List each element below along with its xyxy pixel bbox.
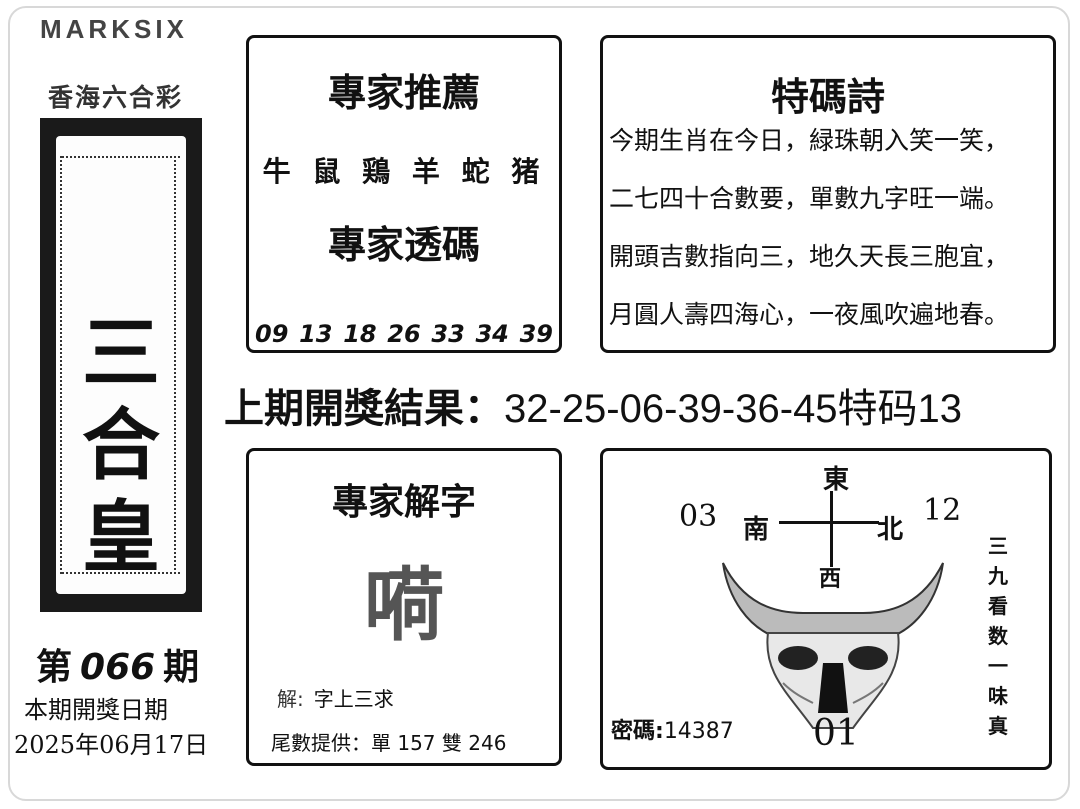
riddle-character: 嗬 — [364, 558, 444, 652]
recommend-number: 26 — [387, 320, 421, 348]
recommend-number: 18 — [343, 320, 377, 348]
recommend-number: 39 — [519, 320, 553, 348]
compass-horizontal-line — [779, 521, 879, 524]
banner-decoration-right — [174, 156, 186, 574]
recommend-box: 專家推薦 牛 鼠 鶏 羊 蛇 猪 專家透碼 09 13 18 26 33 34 … — [246, 35, 562, 353]
secret-code-value: 14387 — [663, 719, 734, 744]
poem-line: 開頭吉數指向三，地久天長三胞宜， — [609, 242, 1010, 271]
recommend-number-list: 09 13 18 26 33 34 39 — [255, 320, 553, 348]
title-char-1: 三 — [81, 308, 160, 399]
poem-line: 二七四十合數要，單數九字旺一端。 — [609, 184, 1010, 213]
recommend-number: 34 — [475, 320, 509, 348]
last-result-label: 上期開獎結果： — [224, 386, 504, 432]
compass-right-number: 12 — [923, 493, 962, 528]
compass-side-verse: 三九看数一味真 — [988, 534, 1008, 738]
compass-south: 南 — [743, 515, 770, 545]
word-title: 專家解字 — [331, 482, 476, 523]
tail-number-info: 尾數提供：單 157 雙 246 — [271, 731, 507, 755]
poem-line: 今期生肖在今日，緑珠朝入笑一笑， — [609, 126, 1010, 155]
secret-code-label: 密碼: — [611, 719, 664, 744]
title-char-3: 皇 — [81, 492, 160, 583]
compass-bottom-number: 01 — [813, 713, 859, 754]
compass-left-number: 03 — [679, 499, 718, 534]
poem-lines: 今期生肖在今日，緑珠朝入笑一笑， 二七四十合數要，單數九字旺一端。 開頭吉數指向… — [609, 112, 1049, 344]
title-banner: 三 合 皇 — [40, 118, 202, 612]
recommend-number: 09 — [255, 320, 289, 348]
word-box: 專家解字 嗬 解: 字上三求 尾數提供：單 157 雙 246 — [246, 448, 562, 766]
title-banner-inner: 三 合 皇 — [56, 136, 186, 594]
recommend-number: 13 — [299, 320, 333, 348]
last-result-value: 32-25-06-39-36-45特码13 — [504, 387, 963, 431]
word-explain-text: 字上三求 — [313, 687, 394, 711]
banner-decoration-left — [60, 156, 72, 574]
recommend-numbers-title: 專家透碼 — [327, 223, 480, 267]
issue-value: 066 — [80, 647, 156, 688]
brand-logo: MARKSIX — [40, 14, 188, 44]
zodiac-item: 鶏 — [362, 155, 397, 188]
zodiac-item: 羊 — [411, 155, 446, 188]
draw-date-label: 本期開獎日期 — [24, 696, 168, 724]
compass-north: 北 — [877, 515, 904, 545]
zodiac-item: 鼠 — [312, 155, 347, 188]
recommend-number: 33 — [431, 320, 465, 348]
poem-title: 特碼詩 — [770, 75, 885, 119]
compass-east: 東 — [823, 465, 850, 495]
zodiac-item: 猪 — [511, 155, 546, 188]
zodiac-item: 牛 — [262, 155, 297, 188]
issue-prefix: 第 — [36, 647, 73, 688]
banner-decoration-bottom — [62, 572, 180, 588]
recommend-title: 專家推薦 — [327, 71, 480, 115]
page-frame — [8, 6, 1070, 801]
issue-suffix: 期 — [163, 647, 200, 688]
banner-decoration-top — [62, 142, 180, 158]
bull-skull-icon — [722, 562, 944, 729]
compass-vertical-line — [830, 491, 833, 567]
poem-box: 特碼詩 今期生肖在今日，緑珠朝入笑一笑， 二七四十合數要，單數九字旺一端。 開頭… — [600, 35, 1056, 353]
secret-code: 密碼:14387 — [611, 713, 734, 745]
poem-line: 月圓人壽四海心，一夜風吹遍地春。 — [609, 300, 1010, 329]
compass-box: 東 03 南 北 12 西 三九看数一味真 密碼:14387 01 — [600, 448, 1052, 770]
zodiac-item: 蛇 — [461, 155, 496, 188]
title-char-2: 合 — [81, 400, 160, 491]
recommend-zodiac-list: 牛 鼠 鶏 羊 蛇 猪 — [249, 150, 559, 190]
compass-west: 西 — [819, 567, 842, 592]
brand-subtitle: 香海六合彩 — [48, 83, 184, 112]
word-explanation: 解: 字上三求 — [277, 683, 394, 712]
last-result: 上期開獎結果：32-25-06-39-36-45特码13 — [224, 376, 962, 434]
draw-date: 2025年06月17日 — [14, 731, 209, 759]
word-explain-label: 解: — [277, 687, 304, 711]
